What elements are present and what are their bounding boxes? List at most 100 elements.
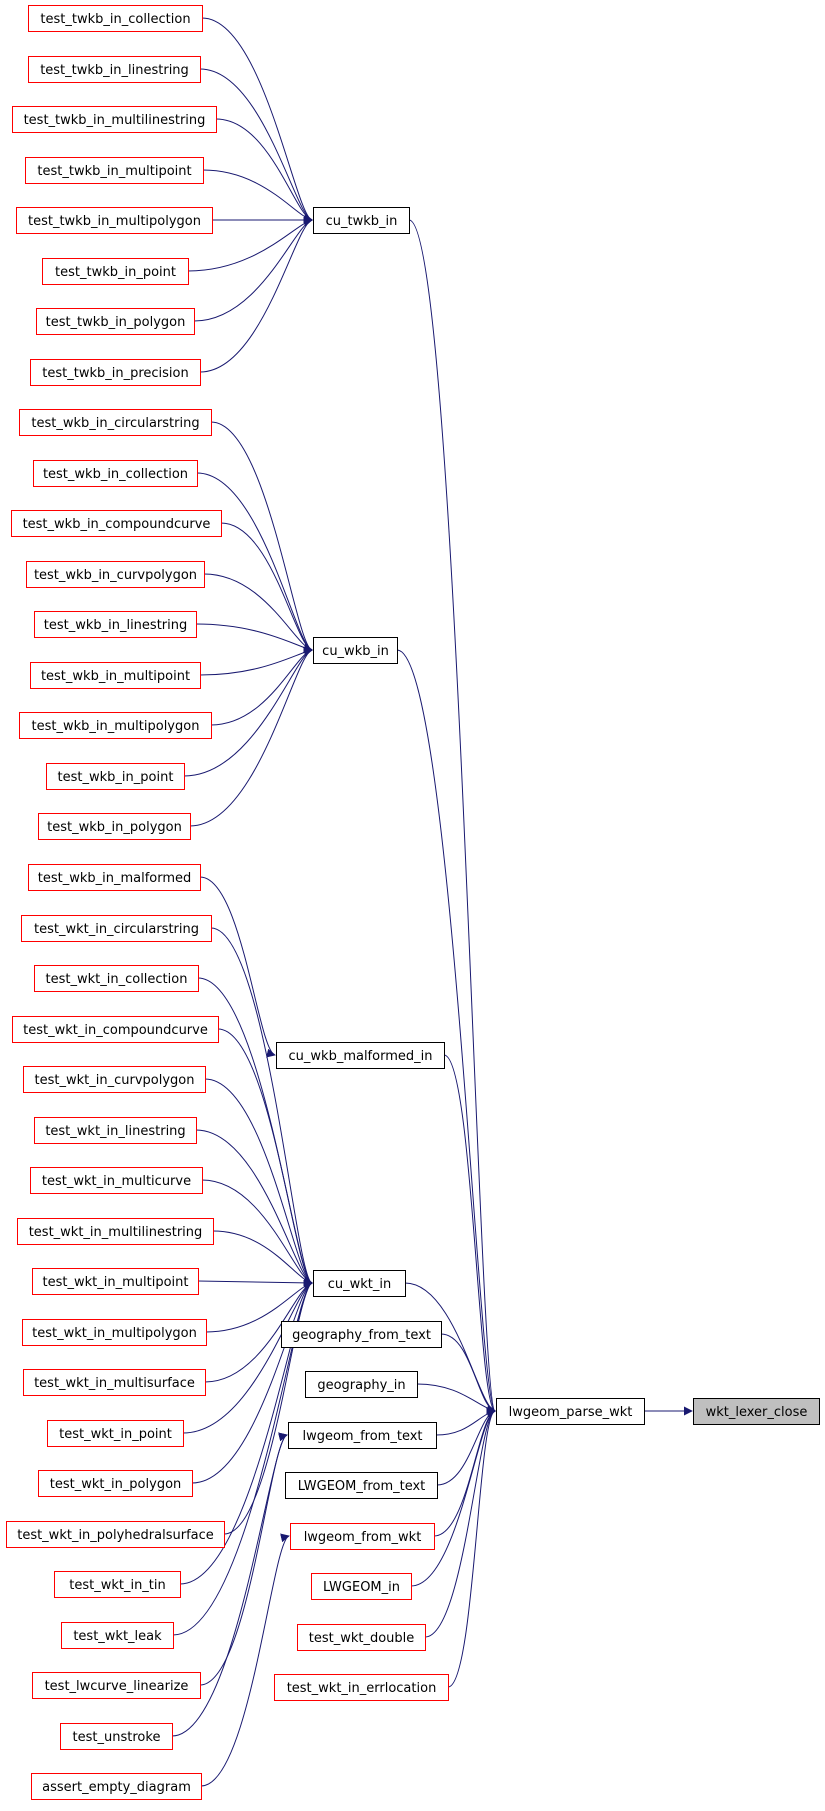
node-geography-in[interactable]: geography_in: [305, 1371, 418, 1398]
node-box: [16, 207, 213, 234]
node-cu-twkb-in[interactable]: cu_twkb_in: [313, 207, 410, 234]
node-lwgeom-from-text[interactable]: lwgeom_from_text: [288, 1422, 437, 1449]
node-test-wkb-in-collection[interactable]: test_wkb_in_collection: [33, 460, 198, 487]
edge-test-twkb-in-multipoint-to-cu-twkb-in: [202, 169, 313, 223]
node-test-wkb-in-circularstring[interactable]: test_wkb_in_circularstring: [19, 409, 212, 436]
node-label: wkt_lexer_close: [706, 1405, 808, 1420]
node-test-wkt-in-multipoint[interactable]: test_wkt_in_multipoint: [32, 1268, 199, 1295]
node-label: test_twkb_in_multipoint: [37, 164, 191, 179]
node-test-twkb-in-polygon[interactable]: test_twkb_in_polygon: [36, 308, 195, 335]
node-test-wkt-in-multisurface[interactable]: test_wkt_in_multisurface: [23, 1369, 206, 1396]
node-assert-empty-diagram[interactable]: assert_empty_diagram: [31, 1773, 202, 1800]
node-label: test_wkt_in_linestring: [45, 1124, 185, 1139]
node-wkt-lexer-close[interactable]: wkt_lexer_close: [693, 1398, 820, 1425]
node-test-wkt-in-collection[interactable]: test_wkt_in_collection: [34, 965, 199, 992]
node-label: test_lwcurve_linearize: [45, 1679, 189, 1694]
node-box: [28, 56, 201, 83]
node-test-wkb-in-point[interactable]: test_wkb_in_point: [46, 763, 185, 790]
node-lwgeom-parse-wkt[interactable]: lwgeom_parse_wkt: [496, 1398, 645, 1425]
edge-test-wkt-in-polygon-to-cu-wkt-in: [191, 1280, 313, 1484]
node-box: [32, 1268, 199, 1295]
edge-test-wkb-in-multipolygon-to-cu-wkb-in: [210, 647, 313, 726]
node-test-wkt-in-multicurve[interactable]: test_wkt_in_multicurve: [30, 1167, 203, 1194]
node-box: [11, 510, 222, 537]
node-test-wkb-in-compoundcurve[interactable]: test_wkb_in_compoundcurve: [11, 510, 222, 537]
edge-cu-wkt-in-to-lwgeom-parse-wkt: [404, 1282, 496, 1414]
node-box: [274, 1674, 449, 1701]
node-lwgeom-from-wkt[interactable]: lwgeom_from_wkt: [290, 1523, 435, 1550]
edge-assert-empty-diagram-to-lwgeom-from-wkt: [200, 1533, 290, 1787]
edge-test-wkt-in-linestring-to-cu-wkt-in: [195, 1129, 313, 1286]
node-test-unstroke[interactable]: test_unstroke: [60, 1723, 173, 1750]
node-test-wkt-in-multipolygon[interactable]: test_wkt_in_multipolygon: [22, 1319, 207, 1346]
node-test-wkt-in-polygon[interactable]: test_wkt_in_polygon: [38, 1470, 193, 1497]
node-label: test_wkt_in_tin: [69, 1578, 166, 1593]
edges-layer: [171, 17, 693, 1787]
node-box: [26, 561, 205, 588]
node-label: test_wkb_in_linestring: [44, 618, 188, 633]
node-box: [46, 763, 185, 790]
node-test-wkb-in-polygon[interactable]: test_wkb_in_polygon: [38, 813, 191, 840]
node-test-wkt-in-point[interactable]: test_wkt_in_point: [47, 1420, 184, 1447]
node-test-wkt-in-linestring[interactable]: test_wkt_in_linestring: [34, 1117, 197, 1144]
node-test-wkb-in-multipoint[interactable]: test_wkb_in_multipoint: [30, 662, 201, 689]
node-test-wkt-in-polyhedralsurface[interactable]: test_wkt_in_polyhedralsurface: [6, 1521, 225, 1548]
node-box: [23, 1066, 206, 1093]
node-test-wkb-in-malformed[interactable]: test_wkb_in_malformed: [28, 864, 201, 891]
node-cu-wkb-malformed-in[interactable]: cu_wkb_malformed_in: [276, 1042, 445, 1069]
node-lwgeom-from-text[interactable]: LWGEOM_from_text: [285, 1472, 438, 1499]
edge-test-wkb-in-curvpolygon-to-cu-wkb-in: [203, 573, 313, 653]
node-test-wkt-double[interactable]: test_wkt_double: [297, 1624, 426, 1651]
node-test-wkt-in-errlocation[interactable]: test_wkt_in_errlocation: [274, 1674, 449, 1701]
node-box: [12, 106, 217, 133]
node-test-twkb-in-precision[interactable]: test_twkb_in_precision: [30, 359, 201, 386]
edge-cu-twkb-in-to-lwgeom-parse-wkt: [408, 219, 496, 1413]
node-box: [311, 1573, 412, 1600]
node-test-twkb-in-multipoint[interactable]: test_twkb_in_multipoint: [25, 157, 204, 184]
node-test-wkt-in-multilinestring[interactable]: test_wkt_in_multilinestring: [17, 1218, 214, 1245]
node-test-wkt-leak[interactable]: test_wkt_leak: [61, 1622, 174, 1649]
edge-test-wkt-in-point-to-cu-wkt-in: [182, 1280, 313, 1434]
node-box: [34, 965, 199, 992]
node-lwgeom-in[interactable]: LWGEOM_in: [311, 1573, 412, 1600]
node-label: test_twkb_in_polygon: [46, 315, 186, 330]
node-test-twkb-in-multipolygon[interactable]: test_twkb_in_multipolygon: [16, 207, 213, 234]
node-label: test_wkt_in_polyhedralsurface: [17, 1528, 214, 1543]
edge-test-wkb-in-polygon-to-cu-wkb-in: [189, 647, 313, 827]
node-test-twkb-in-point[interactable]: test_twkb_in_point: [42, 258, 189, 285]
node-label: test_wkb_in_multipoint: [41, 669, 190, 684]
node-box: [290, 1523, 435, 1550]
node-box: [313, 1270, 406, 1297]
node-box: [693, 1398, 820, 1425]
node-cu-wkb-in[interactable]: cu_wkb_in: [313, 637, 398, 664]
edge-test-twkb-in-multilinestring-to-cu-twkb-in: [215, 118, 313, 223]
node-test-lwcurve-linearize[interactable]: test_lwcurve_linearize: [32, 1672, 201, 1699]
node-test-twkb-in-linestring[interactable]: test_twkb_in_linestring: [28, 56, 201, 83]
node-label: test_wkt_in_multipolygon: [32, 1326, 197, 1341]
node-box: [17, 1218, 214, 1245]
node-box: [32, 1672, 201, 1699]
node-test-twkb-in-multilinestring[interactable]: test_twkb_in_multilinestring: [12, 106, 217, 133]
node-label: test_twkb_in_multipolygon: [28, 214, 201, 229]
node-test-wkt-in-tin[interactable]: test_wkt_in_tin: [54, 1571, 181, 1598]
edge-test-wkt-in-curvpolygon-to-cu-wkt-in: [204, 1078, 313, 1286]
edge-cu-wkb-malformed-in-to-lwgeom-parse-wkt: [443, 1054, 496, 1414]
node-test-wkb-in-multipolygon[interactable]: test_wkb_in_multipolygon: [19, 712, 212, 739]
node-label: test_wkt_in_multipoint: [43, 1275, 189, 1290]
node-test-wkt-in-compoundcurve[interactable]: test_wkt_in_compoundcurve: [12, 1016, 219, 1043]
node-test-wkb-in-curvpolygon[interactable]: test_wkb_in_curvpolygon: [26, 561, 205, 588]
node-label: test_wkt_in_curvpolygon: [35, 1073, 195, 1088]
node-label: test_wkt_in_point: [59, 1427, 172, 1442]
node-test-wkt-in-curvpolygon[interactable]: test_wkt_in_curvpolygon: [23, 1066, 206, 1093]
node-label: test_wkb_in_compoundcurve: [23, 517, 211, 532]
node-test-twkb-in-collection[interactable]: test_twkb_in_collection: [28, 5, 203, 32]
node-test-wkt-in-circularstring[interactable]: test_wkt_in_circularstring: [21, 915, 212, 942]
node-test-wkb-in-linestring[interactable]: test_wkb_in_linestring: [34, 611, 197, 638]
edge-lwgeom-from-wkt-to-lwgeom-parse-wkt: [433, 1408, 496, 1537]
node-box: [6, 1521, 225, 1548]
node-cu-wkt-in[interactable]: cu_wkt_in: [313, 1270, 406, 1297]
edge-test-wkt-in-circularstring-to-cu-wkt-in: [210, 927, 313, 1286]
node-box: [313, 637, 398, 664]
node-geography-from-text[interactable]: geography_from_text: [281, 1321, 442, 1348]
node-box: [36, 308, 195, 335]
